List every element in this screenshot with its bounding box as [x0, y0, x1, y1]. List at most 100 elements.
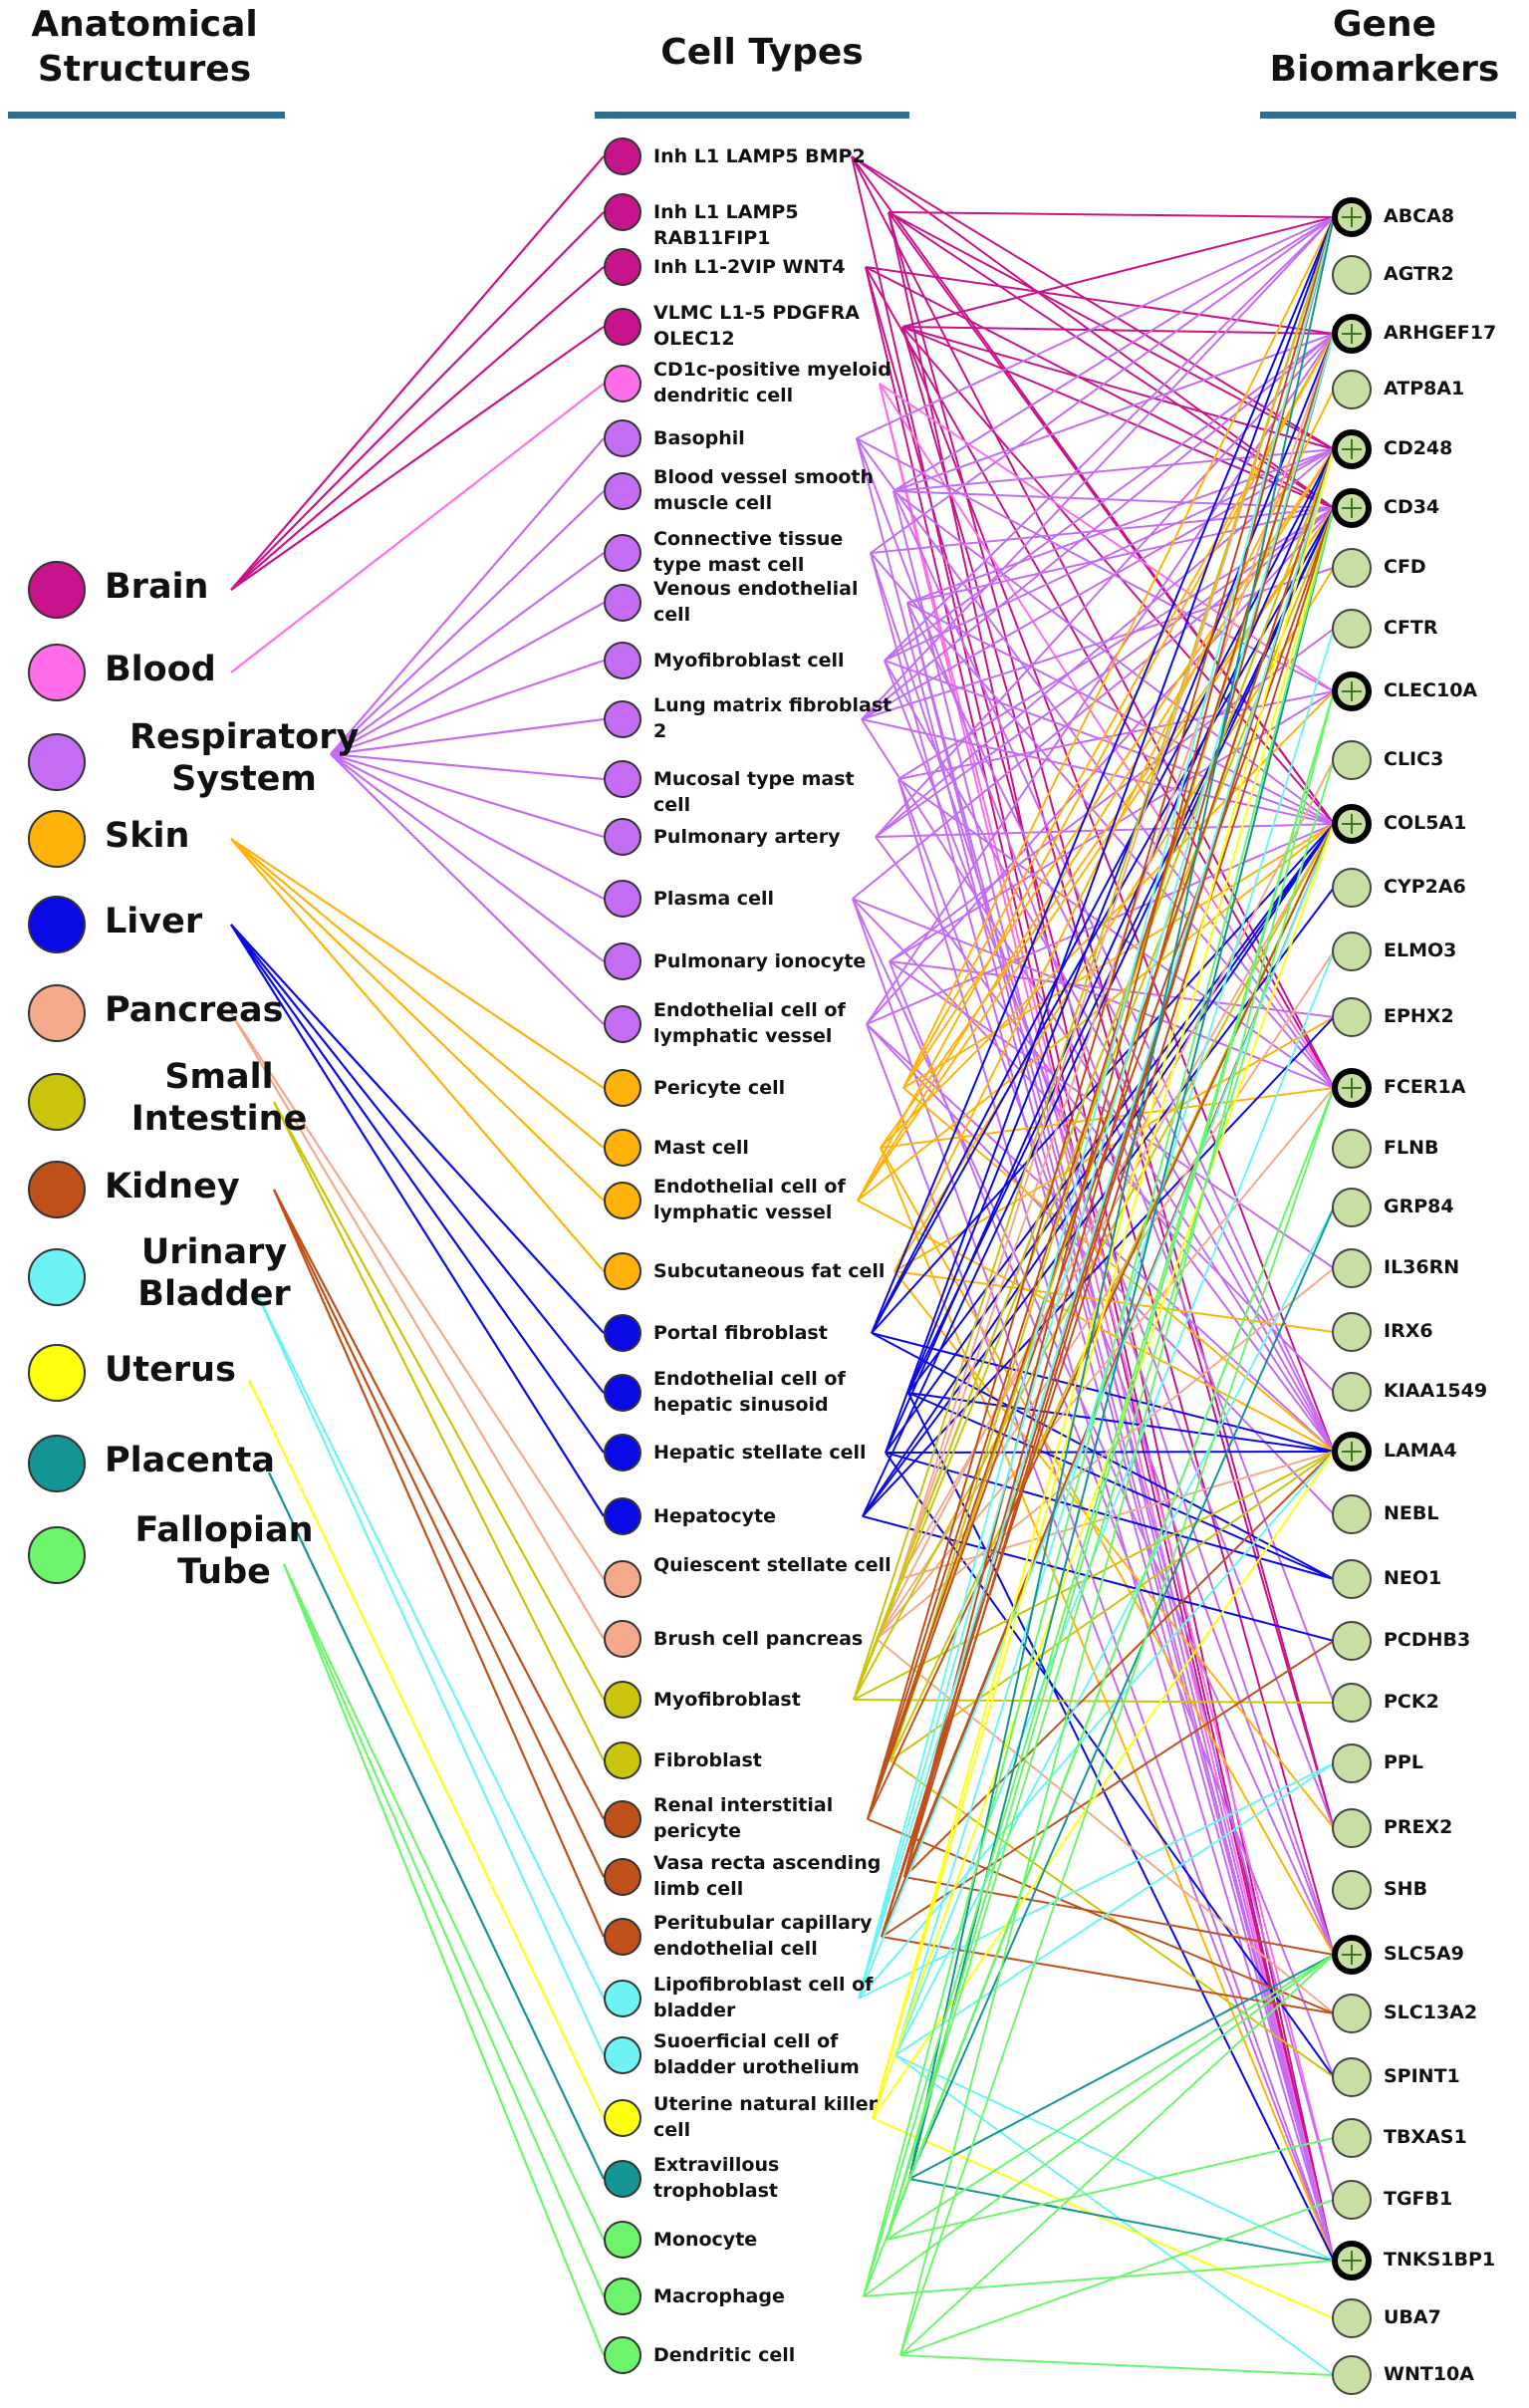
gene-node-clec10a[interactable]	[1332, 671, 1372, 711]
cell-type-node[interactable]	[604, 1800, 641, 1838]
cell-gene-edge	[863, 2260, 1335, 2297]
cell-gene-edge	[857, 333, 1335, 1202]
gene-node-cfd[interactable]	[1332, 548, 1372, 588]
organ-node-placenta[interactable]	[28, 1435, 86, 1492]
gene-node-elmo3[interactable]	[1332, 932, 1372, 971]
organ-node-uterus[interactable]	[28, 1344, 86, 1402]
cell-type-node[interactable]	[604, 1741, 641, 1779]
gene-label-tnks1bp1: TNKS1BP1	[1384, 2249, 1496, 2271]
cell-type-node[interactable]	[604, 2036, 641, 2074]
gene-node-agtr2[interactable]	[1332, 255, 1372, 295]
gene-node-wnt10a[interactable]	[1332, 2355, 1372, 2395]
cell-type-node[interactable]	[604, 137, 641, 175]
gene-node-shb[interactable]	[1332, 1870, 1372, 1910]
organ-node-si[interactable]	[28, 1073, 86, 1131]
cell-type-node[interactable]	[604, 880, 641, 918]
gene-node-cftr[interactable]	[1332, 609, 1372, 649]
organ-node-liver[interactable]	[28, 896, 86, 953]
gene-node-cd248[interactable]	[1332, 429, 1372, 469]
organ-node-bladder[interactable]	[28, 1248, 86, 1306]
gene-node-kiaa1549[interactable]	[1332, 1372, 1372, 1412]
cell-type-label: Mucosal type mast cell	[653, 768, 855, 817]
gene-node-clic3[interactable]	[1332, 740, 1372, 780]
gene-node-irx6[interactable]	[1332, 1312, 1372, 1352]
gene-node-ephx2[interactable]	[1332, 997, 1372, 1037]
cell-type-node[interactable]	[604, 1681, 641, 1719]
cell-type-node[interactable]	[604, 1374, 641, 1412]
cell-type-node[interactable]	[604, 1858, 641, 1896]
cell-type-node[interactable]	[604, 1620, 641, 1658]
cell-type-node[interactable]	[604, 1560, 641, 1598]
gene-node-neo1[interactable]	[1332, 1559, 1372, 1599]
gene-node-uba7[interactable]	[1332, 2298, 1372, 2338]
organ-node-fallopian[interactable]	[28, 1526, 86, 1584]
gene-node-atp8a1[interactable]	[1332, 370, 1372, 409]
organ-node-brain[interactable]	[28, 561, 86, 619]
organ-node-pancreas[interactable]	[28, 984, 86, 1042]
organ-node-blood[interactable]	[28, 644, 86, 701]
cell-type-node[interactable]	[604, 818, 641, 856]
cell-type-node[interactable]	[604, 472, 641, 510]
cell-type-node[interactable]	[604, 642, 641, 679]
gene-node-nebl[interactable]	[1332, 1494, 1372, 1534]
cell-type-node[interactable]	[604, 1252, 641, 1290]
cell-type-node[interactable]	[604, 534, 641, 572]
cell-type-node[interactable]	[604, 1434, 641, 1472]
cell-type-node[interactable]	[604, 2099, 641, 2137]
cell-type-node[interactable]	[604, 1182, 641, 1219]
cell-type-node[interactable]	[604, 1314, 641, 1352]
cell-type-node[interactable]	[604, 248, 641, 286]
gene-node-spint1[interactable]	[1332, 2057, 1372, 2097]
cell-type-node[interactable]	[604, 1980, 641, 2017]
gene-node-tbxas1[interactable]	[1332, 2118, 1372, 2158]
gene-node-tgfb1[interactable]	[1332, 2180, 1372, 2220]
gene-node-slc13a2[interactable]	[1332, 1994, 1372, 2033]
cell-type-node[interactable]	[604, 1497, 641, 1535]
gene-node-tnks1bp1[interactable]	[1332, 2241, 1372, 2280]
cell-gene-edge	[871, 216, 1335, 1334]
cell-type-node[interactable]	[604, 2221, 641, 2259]
cell-gene-edge	[867, 448, 1335, 1820]
organ-cell-edge	[230, 838, 605, 1272]
cell-type-node[interactable]	[604, 942, 641, 980]
gene-node-col5a1[interactable]	[1332, 804, 1372, 844]
gene-node-cd34[interactable]	[1332, 488, 1372, 528]
gene-node-arhgef17[interactable]	[1332, 314, 1372, 354]
gene-node-prex2[interactable]	[1332, 1808, 1372, 1848]
gene-node-flnb[interactable]	[1332, 1129, 1372, 1169]
cell-type-node[interactable]	[604, 419, 641, 457]
organ-cell-edge	[230, 924, 605, 1517]
cell-gene-edge	[885, 216, 1335, 1454]
gene-node-il36rn[interactable]	[1332, 1248, 1372, 1288]
cell-type-node[interactable]	[604, 1129, 641, 1167]
organ-node-skin[interactable]	[28, 810, 86, 868]
cell-type-node[interactable]	[604, 1069, 641, 1107]
cell-type-node[interactable]	[604, 308, 641, 346]
cell-type-node[interactable]	[604, 2336, 641, 2374]
gene-node-fcer1a[interactable]	[1332, 1068, 1372, 1108]
gene-node-grp84[interactable]	[1332, 1188, 1372, 1227]
cell-gene-edge	[890, 1451, 1335, 1761]
gene-node-cyp2a6[interactable]	[1332, 868, 1372, 908]
cell-type-node[interactable]	[604, 760, 641, 798]
cell-type-node[interactable]	[604, 2160, 641, 2198]
gene-node-abca8[interactable]	[1332, 197, 1372, 237]
gene-node-lama4[interactable]	[1332, 1432, 1372, 1472]
cell-type-node[interactable]	[604, 1918, 641, 1956]
cell-type-node[interactable]	[604, 193, 641, 231]
cell-type-node[interactable]	[604, 2277, 641, 2315]
cell-gene-edge	[903, 216, 1335, 1878]
cell-type-node[interactable]	[604, 700, 641, 738]
cell-type-node[interactable]	[604, 1005, 641, 1043]
cell-type-label: Inh L1-2VIP WNT4	[653, 256, 846, 278]
cell-type-node[interactable]	[604, 365, 641, 402]
gene-node-pck2[interactable]	[1332, 1683, 1372, 1723]
cell-gene-edge	[886, 759, 1335, 2241]
gene-label-cfd: CFD	[1384, 556, 1426, 578]
cell-type-node[interactable]	[604, 584, 641, 622]
gene-node-slc5a9[interactable]	[1332, 1935, 1372, 1975]
gene-node-ppl[interactable]	[1332, 1743, 1372, 1783]
gene-node-pcdhb3[interactable]	[1332, 1621, 1372, 1661]
organ-node-resp[interactable]	[28, 733, 86, 791]
organ-node-kidney[interactable]	[28, 1161, 86, 1218]
